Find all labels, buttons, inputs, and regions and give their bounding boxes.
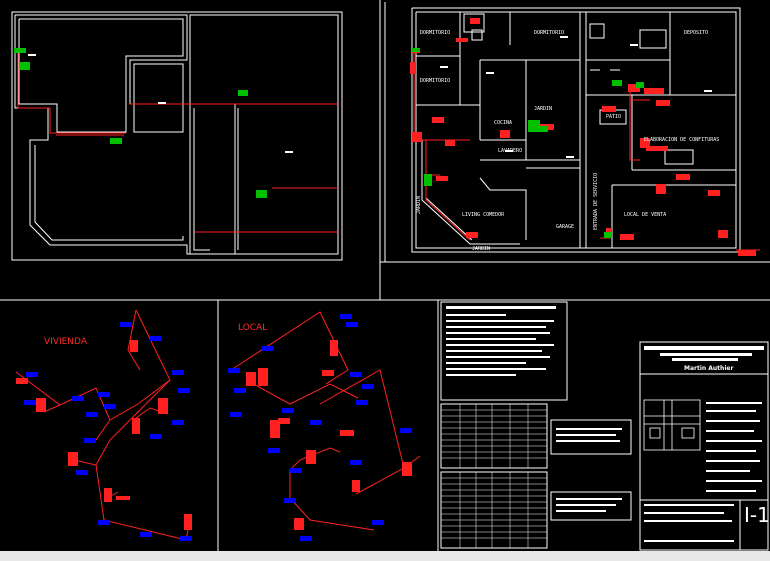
level-marks-ground: [440, 36, 712, 158]
schedule-table-1: [440, 403, 548, 469]
room-label-jardin-bottom: JARDIN: [472, 246, 490, 252]
fixtures-ground: [412, 48, 644, 238]
floor-plan-ground: [380, 2, 770, 263]
room-label-lavadero: LAVADERO: [498, 148, 522, 154]
schedule-table-2: [440, 471, 548, 549]
isometric-local: LOCAL: [228, 311, 421, 541]
room-label-jardin-side: JARDIN: [416, 196, 422, 214]
fixtures-upper-level: [14, 48, 267, 198]
title-block: Martin Authier: [639, 341, 770, 551]
room-label-deposito: DEPOSITO: [684, 30, 708, 36]
room-label-dormitorio: DORMITORIO: [420, 78, 450, 84]
floor-plan-upper-level: [11, 11, 343, 261]
sheet-number: I-1: [744, 503, 770, 527]
legend-box-1: [550, 419, 632, 455]
room-label-local-venta: LOCAL DE VENTA: [624, 212, 666, 218]
room-label-dormitorio: DORMITORIO: [534, 30, 564, 36]
room-label-garage: GARAGE: [556, 224, 574, 230]
room-label-dormitorio: DORMITORIO: [420, 30, 450, 36]
author-name: Martin Authier: [684, 365, 733, 372]
room-label-entrada-servicio: ENTRADA DE SERVICIO: [593, 173, 599, 230]
room-label-jardin: JARDIN: [534, 106, 552, 112]
room-label-patio: PATIO: [606, 114, 621, 120]
level-marks-upper: [28, 54, 293, 153]
iso-title-vivienda: VIVIENDA: [44, 337, 88, 347]
notes-panel: [440, 301, 568, 401]
legend-box-2: [550, 491, 632, 521]
pipes-ground: [413, 50, 760, 251]
room-label-living-comedor: LIVING COMEDOR: [462, 212, 505, 218]
room-label-cocina: COCINA: [494, 120, 512, 126]
status-strip: [0, 551, 770, 561]
room-label-elaboracion: ELABORACION DE CONFITURAS: [644, 137, 719, 143]
isometric-vivienda: VIVIENDA: [15, 309, 192, 541]
iso-title-local: LOCAL: [238, 323, 267, 333]
pipes-upper-level: [17, 49, 338, 233]
location-map: [643, 399, 701, 451]
